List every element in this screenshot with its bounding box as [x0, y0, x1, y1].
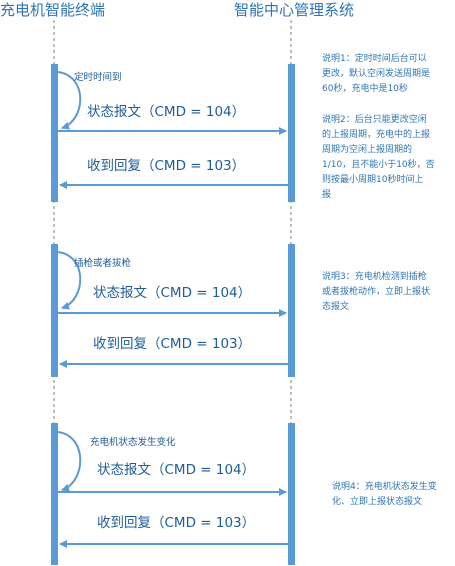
activation-bar-right	[288, 423, 295, 565]
response-label: 收到回复（CMD = 103）	[87, 157, 245, 174]
sequence-block-3: 充电机状态发生变化 状态报文（CMD = 104） 收到回复（CMD = 103…	[51, 423, 295, 565]
note-line: 或者拔枪动作，立即上报状	[322, 287, 431, 297]
request-label: 状态报文（CMD = 104）	[93, 285, 251, 301]
activation-bar-left	[51, 423, 58, 565]
activation-bar-right	[288, 244, 295, 377]
trigger-label: 插枪或者拔枪	[74, 257, 132, 269]
note-line: 1/10，且不能小于10秒，否	[322, 160, 435, 170]
note-line: 更改，默认空闲发送周期是	[322, 69, 431, 79]
note-line: 化、立即上报状态报文	[332, 497, 423, 507]
self-trigger-arrow	[57, 431, 82, 492]
request-label: 状态报文（CMD = 104）	[87, 104, 245, 120]
response-label: 收到回复（CMD = 103）	[93, 335, 251, 352]
sequence-block-1: 定时时间到 状态报文（CMD = 104） 收到回复（CMD = 103）	[51, 64, 295, 202]
note-line: 周期为空闲上报周期的	[322, 145, 413, 155]
activation-bar-right	[288, 64, 295, 202]
note-1: 说明1：定时时间后台可以 更改，默认空闲发送周期是 60秒，充电中是10秒	[322, 52, 452, 97]
note-line: 态报文	[322, 302, 350, 312]
note-line: 说明1：定时时间后台可以	[322, 54, 427, 64]
activation-bar-left	[51, 64, 58, 202]
response-label: 收到回复（CMD = 103）	[97, 514, 255, 531]
participant-left: 充电机智能终端	[0, 1, 106, 19]
note-line: 则按最小周期10秒时间上	[322, 175, 424, 185]
participant-right: 智能中心管理系统	[234, 1, 355, 19]
sequence-block-2: 插枪或者拔枪 状态报文（CMD = 104） 收到回复（CMD = 103）	[51, 244, 295, 377]
activation-bar-left	[51, 244, 58, 377]
note-3: 说明3：充电机检测到插枪 或者拔枪动作，立即上报状 态报文	[322, 270, 452, 315]
self-trigger-arrow	[57, 71, 82, 130]
note-4: 说明4：充电机状态发生变 化、立即上报状态报文	[332, 480, 454, 510]
note-line: 说明4：充电机状态发生变	[332, 482, 437, 492]
note-line: 的上报周期，充电中的上报	[322, 130, 431, 140]
trigger-label: 充电机状态发生变化	[90, 436, 176, 448]
note-line: 60秒，充电中是10秒	[322, 84, 408, 94]
trigger-label: 定时时间到	[74, 71, 122, 83]
note-line: 说明2：后台只能更改空闲	[322, 115, 427, 125]
note-line: 说明3：充电机检测到插枪	[322, 272, 427, 282]
note-line: 报	[322, 190, 332, 200]
note-2: 说明2：后台只能更改空闲 的上报周期，充电中的上报 周期为空闲上报周期的 1/1…	[322, 113, 452, 203]
self-trigger-arrow	[57, 251, 82, 310]
request-label: 状态报文（CMD = 104）	[97, 462, 255, 478]
